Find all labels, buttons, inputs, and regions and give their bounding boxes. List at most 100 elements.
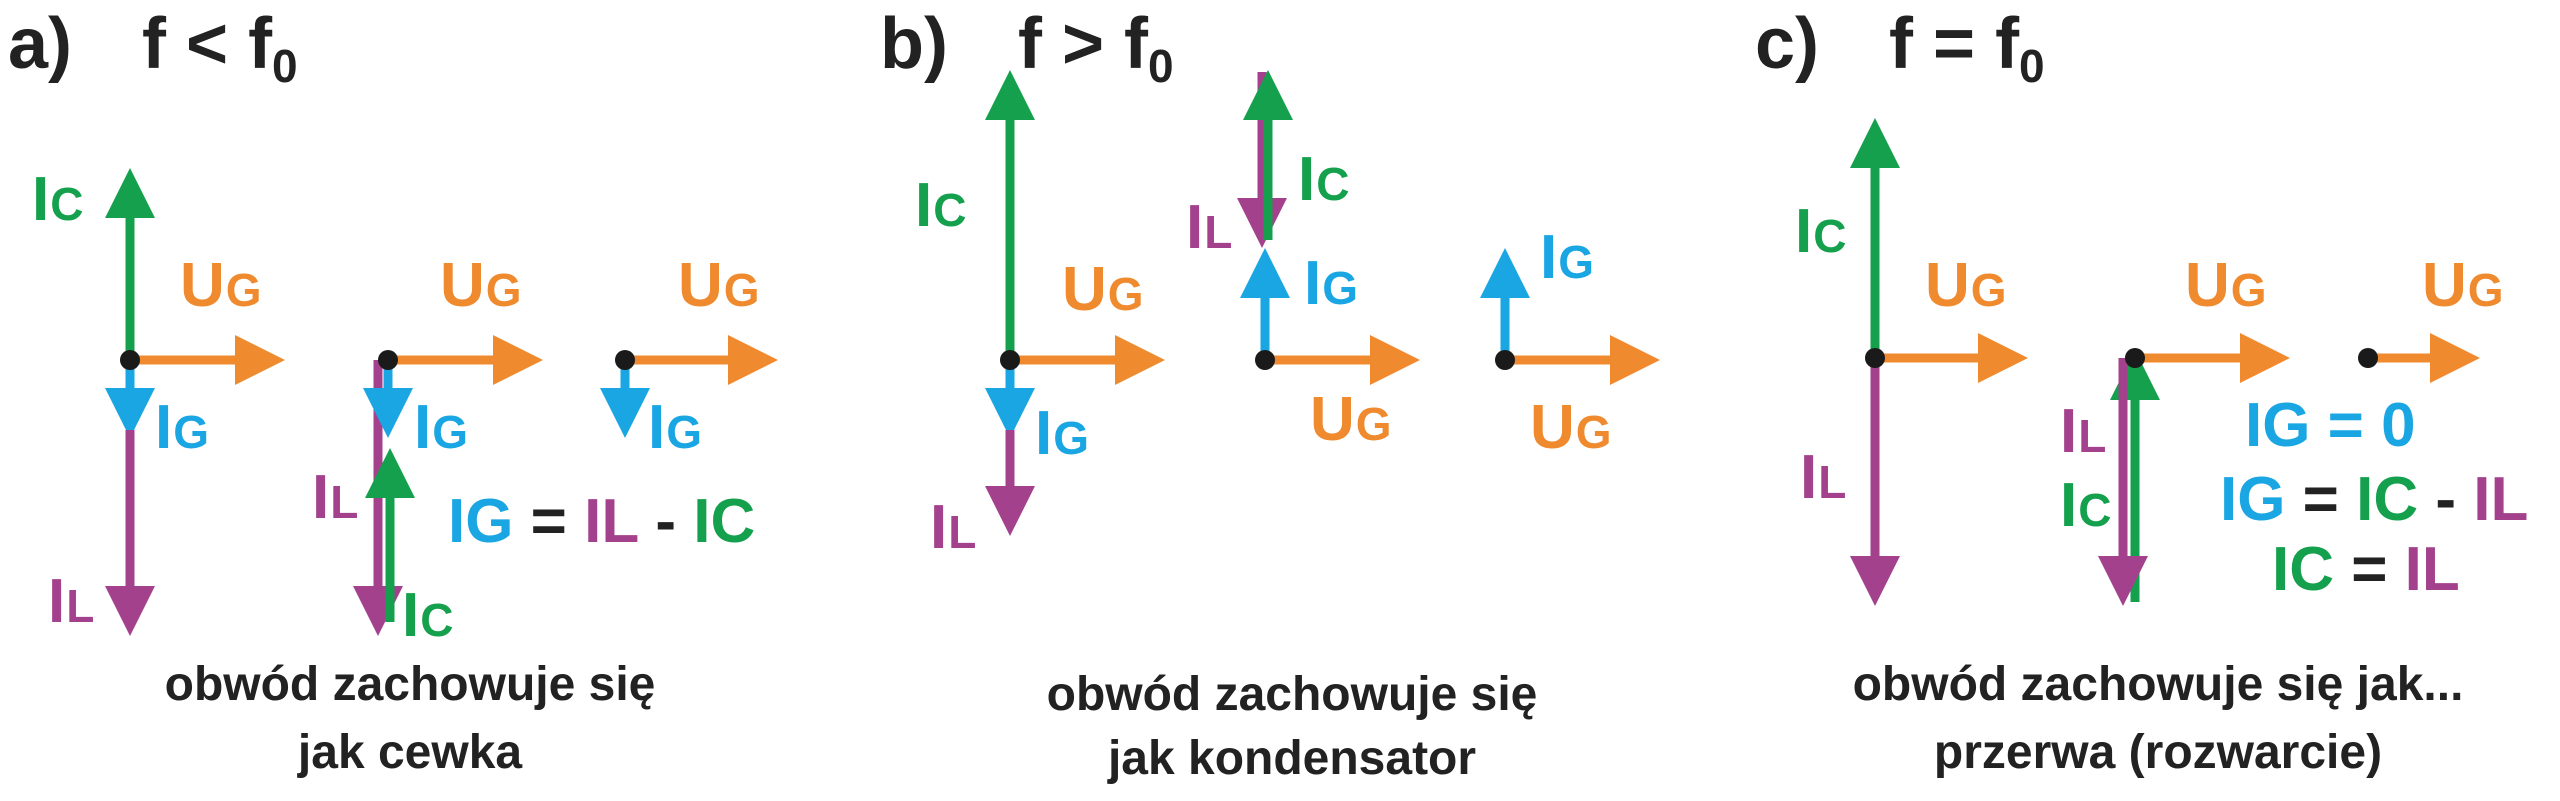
text-part: U bbox=[440, 251, 485, 320]
text-part: G bbox=[2231, 264, 2267, 316]
text-part: G bbox=[2468, 264, 2504, 316]
text-part: L bbox=[66, 580, 94, 632]
panel-b-title: b)f > f0 bbox=[880, 4, 1174, 92]
text-part: L bbox=[1818, 456, 1846, 508]
text-part: I bbox=[312, 463, 329, 532]
origin-dot bbox=[1495, 350, 1515, 370]
ic-label: IC bbox=[1795, 197, 1846, 266]
text-part: I bbox=[32, 165, 49, 234]
text-part: I bbox=[48, 567, 65, 636]
text-part: L bbox=[2078, 410, 2106, 462]
ug-label: UG bbox=[1530, 393, 1612, 462]
ug-label: UG bbox=[678, 251, 760, 320]
equation-symbol: IG bbox=[2220, 465, 2285, 534]
ig-label: IG bbox=[648, 393, 702, 462]
ig-label: IG bbox=[1540, 223, 1594, 292]
il-label: IL bbox=[1186, 193, 1232, 262]
text-part: I bbox=[1800, 443, 1817, 512]
caption-line-2: jak kondensator bbox=[1107, 732, 1476, 785]
text-part: G bbox=[1971, 264, 2007, 316]
origin-dot bbox=[1255, 350, 1275, 370]
ug-arrow bbox=[1010, 335, 1165, 385]
text-part: U bbox=[678, 251, 723, 320]
text-part: G bbox=[724, 264, 760, 316]
text-part: L bbox=[330, 476, 358, 528]
text-part: I bbox=[1035, 399, 1052, 468]
text-part: G bbox=[1576, 406, 1612, 458]
text-part: L bbox=[1204, 206, 1232, 258]
ug-label: UG bbox=[2422, 251, 2504, 320]
ig-label: IG bbox=[1304, 249, 1358, 318]
ig-arrow bbox=[1240, 248, 1290, 360]
equation-ig-ic-il: IG = IC - IL bbox=[2220, 465, 2528, 534]
ig-arrow bbox=[985, 360, 1035, 438]
ug-label: UG bbox=[440, 251, 522, 320]
text-part: I bbox=[2060, 471, 2077, 540]
equation-symbol: IC bbox=[2356, 465, 2418, 534]
ig-label: IG bbox=[1035, 399, 1089, 468]
ig-arrow bbox=[105, 360, 155, 438]
origin-dot bbox=[120, 350, 140, 370]
origin-dot bbox=[2358, 348, 2378, 368]
ug-label: UG bbox=[180, 251, 262, 320]
text-part: I bbox=[414, 393, 431, 462]
il-label: IL bbox=[48, 567, 94, 636]
text-part: I bbox=[930, 493, 947, 562]
panel-a-title: a)f < f0 bbox=[8, 4, 298, 92]
text-part: 0 bbox=[1148, 40, 1174, 92]
text-part: L bbox=[948, 506, 976, 558]
ug-arrow bbox=[1265, 335, 1420, 385]
text-part: G bbox=[666, 406, 702, 458]
text-part: I bbox=[1186, 193, 1203, 262]
equation-operator: = bbox=[2285, 465, 2356, 534]
origin-dot bbox=[1865, 348, 1885, 368]
text-part: G bbox=[432, 406, 468, 458]
ic-label: IC bbox=[915, 171, 966, 240]
text-part: U bbox=[180, 251, 225, 320]
il-arrow bbox=[105, 430, 155, 636]
equation-symbol: IL bbox=[2473, 465, 2528, 534]
caption-line-2: jak cewka bbox=[297, 726, 522, 779]
il-label: IL bbox=[1800, 443, 1846, 512]
text-part: f > f bbox=[1018, 4, 1149, 84]
text-part: C bbox=[420, 594, 453, 646]
ig-label: IG bbox=[414, 393, 468, 462]
text-part: I bbox=[1540, 223, 1557, 292]
text-part: 0 bbox=[2019, 40, 2045, 92]
equation-operator: = 0 bbox=[2310, 391, 2415, 460]
ig-arrow bbox=[363, 360, 413, 438]
origin-dot bbox=[2125, 348, 2145, 368]
equation-operator: - bbox=[2418, 465, 2473, 534]
caption-line-1: obwód zachowuje się jak... bbox=[1853, 658, 2464, 711]
text-part: I bbox=[1795, 197, 1812, 266]
equation-ig-zero: IG = 0 bbox=[2245, 391, 2416, 460]
il-label: IL bbox=[930, 493, 976, 562]
text-part: C bbox=[1316, 158, 1349, 210]
text-part: G bbox=[226, 264, 262, 316]
il-arrow bbox=[985, 430, 1035, 536]
text-part: U bbox=[1530, 393, 1575, 462]
equation-operator: - bbox=[638, 487, 693, 556]
equation-symbol: IC bbox=[693, 487, 755, 556]
text-part: f < f bbox=[142, 4, 273, 84]
ug-arrow bbox=[2368, 333, 2480, 383]
ug-label: UG bbox=[1062, 255, 1144, 324]
caption-line-1: obwód zachowuje się bbox=[165, 658, 656, 711]
ug-arrow bbox=[388, 335, 543, 385]
ig-arrow bbox=[1480, 248, 1530, 360]
ic-arrow bbox=[985, 70, 1035, 360]
ic-label: IC bbox=[32, 165, 83, 234]
ug-arrow bbox=[130, 335, 285, 385]
il-label: IL bbox=[312, 463, 358, 532]
ug-label: UG bbox=[1310, 385, 1392, 454]
equation-ic-il: IC = IL bbox=[2272, 535, 2460, 604]
equation-ig-il-ic: IG = IL - IC bbox=[448, 487, 755, 556]
il-arrow bbox=[1850, 358, 1900, 606]
ic-arrow bbox=[365, 448, 415, 622]
text-part: C bbox=[50, 178, 83, 230]
text-part: U bbox=[1925, 251, 1970, 320]
text-part: f = f bbox=[1889, 4, 2020, 84]
equation-operator: = bbox=[513, 487, 584, 556]
caption-line-2: przerwa (rozwarcie) bbox=[1934, 726, 2382, 779]
